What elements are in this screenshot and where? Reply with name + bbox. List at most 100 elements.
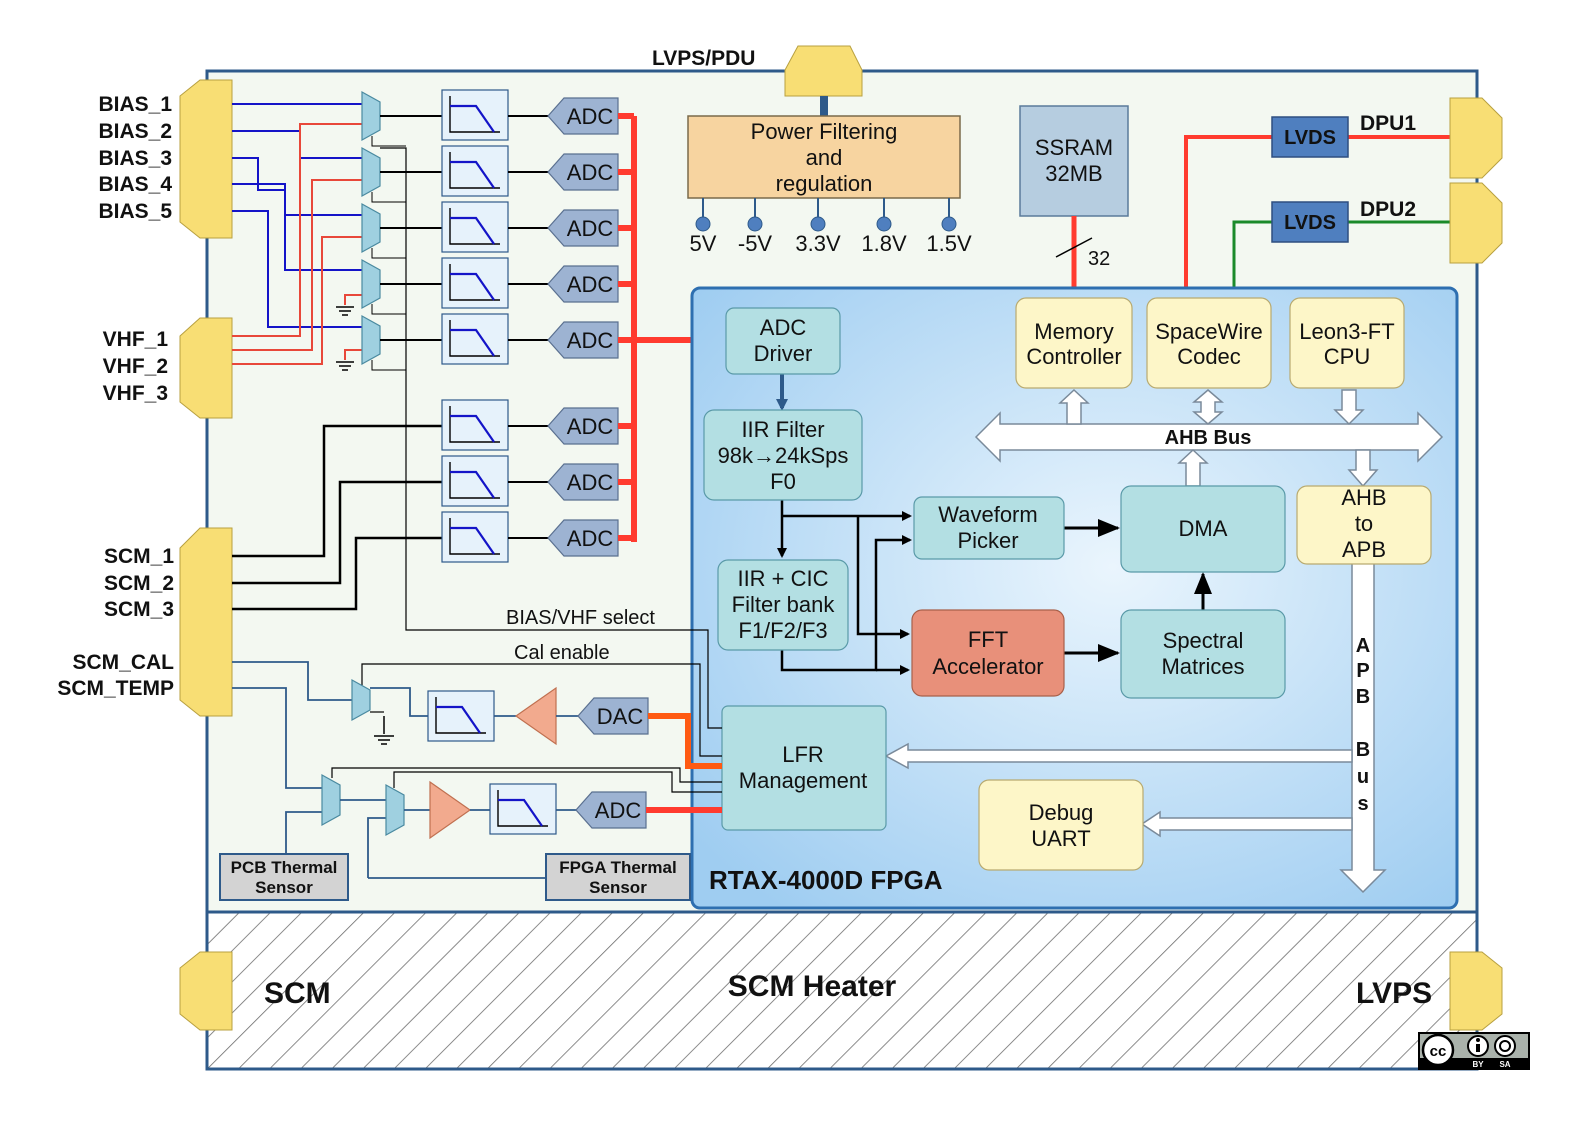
dac-label: DAC bbox=[597, 704, 644, 729]
svg-text:LVDS: LVDS bbox=[1284, 212, 1336, 234]
svg-text:ADC: ADC bbox=[760, 315, 807, 340]
license-by: BY bbox=[1472, 1060, 1484, 1069]
bias-label: BIAS_4 bbox=[98, 173, 172, 196]
lvds-2-block: LVDS bbox=[1271, 201, 1349, 243]
svg-text:IIR Filter: IIR Filter bbox=[741, 417, 824, 442]
filter-axes bbox=[449, 264, 500, 301]
fft-accelerator-block: FFT Accelerator bbox=[911, 609, 1065, 697]
filter-response bbox=[450, 328, 495, 357]
adc-label: ADC bbox=[567, 272, 614, 297]
bias-label: BIAS_5 bbox=[98, 200, 172, 223]
rail-terminal bbox=[810, 216, 826, 232]
adc-label: ADC bbox=[567, 414, 614, 439]
scm-wire bbox=[232, 536, 442, 611]
leon3-cpu-block: Leon3-FT CPU bbox=[1289, 297, 1405, 389]
svg-text:AHB: AHB bbox=[1341, 485, 1386, 510]
svg-text:F0: F0 bbox=[770, 469, 796, 494]
filter-axes bbox=[449, 462, 500, 499]
lvps-label: LVPS bbox=[1356, 977, 1432, 1010]
mux bbox=[361, 90, 381, 142]
dac-bus bbox=[648, 713, 722, 769]
adc-label: ADC bbox=[567, 216, 614, 241]
svg-text:IIR + CIC: IIR + CIC bbox=[737, 566, 828, 591]
iir-filter-block: IIR Filter 98k→24kSps F0 bbox=[703, 409, 863, 501]
dma-block: DMA bbox=[1120, 485, 1286, 573]
lvps-pdu-label: LVPS/PDU bbox=[652, 47, 755, 70]
ahb-bus-label: AHB Bus bbox=[1165, 427, 1252, 449]
bias-vhf-select-label: BIAS/VHF select bbox=[506, 607, 655, 629]
cal-mux-out bbox=[370, 687, 428, 717]
svg-text:Leon3-FT: Leon3-FT bbox=[1299, 319, 1394, 344]
apb-to-lfr-arrow bbox=[884, 742, 1353, 770]
vhf-label: VHF_3 bbox=[103, 382, 168, 405]
mux-select-line bbox=[371, 136, 406, 147]
filter-axes bbox=[449, 152, 500, 189]
mux bbox=[361, 146, 381, 198]
vhf-wire bbox=[232, 236, 362, 365]
apb-bus-letter: P bbox=[1356, 660, 1369, 682]
svg-text:LVDS: LVDS bbox=[1284, 127, 1336, 149]
scm-heater-label: SCM Heater bbox=[728, 970, 897, 1003]
input-wires bbox=[232, 103, 442, 611]
filter-response bbox=[450, 160, 495, 189]
scm-cal-label: SCM_CAL bbox=[72, 651, 174, 674]
ground-stub bbox=[344, 294, 362, 305]
bias-connector bbox=[179, 79, 233, 239]
vhf-wire bbox=[232, 123, 362, 337]
scm-heater-zone bbox=[205, 910, 1479, 1071]
svg-text:PCB Thermal: PCB Thermal bbox=[231, 858, 338, 877]
filter-response bbox=[450, 104, 495, 133]
svg-text:DMA: DMA bbox=[1179, 516, 1228, 541]
fpga-title: RTAX-4000D FPGA bbox=[709, 865, 943, 895]
filter-response bbox=[450, 414, 495, 443]
mux-select-line bbox=[371, 248, 406, 259]
ground-stub bbox=[344, 349, 362, 360]
bias-label: BIAS_1 bbox=[98, 93, 172, 116]
iir-cic-filter-bank-block: IIR + CIC Filter bank F1/F2/F3 bbox=[717, 559, 849, 651]
apb-bus-letter: s bbox=[1357, 793, 1368, 815]
dpu2-link bbox=[1232, 220, 1272, 298]
bias-wire bbox=[232, 183, 362, 271]
dpu2-connector bbox=[1449, 182, 1503, 264]
power-filtering-block: Power Filtering and regulation bbox=[687, 115, 961, 199]
filter-axes bbox=[449, 406, 500, 443]
svg-text:APB: APB bbox=[1342, 537, 1386, 562]
apb-bus-letter: B bbox=[1356, 739, 1370, 761]
mux bbox=[351, 678, 371, 722]
filter-axes bbox=[449, 320, 500, 357]
scm-connector bbox=[179, 527, 233, 717]
bias-vhf-select-line bbox=[380, 147, 722, 729]
apb-bus-letter: A bbox=[1356, 635, 1370, 657]
filter-response bbox=[450, 526, 495, 555]
rail-label: -5V bbox=[738, 231, 773, 256]
filter-axes bbox=[449, 208, 500, 245]
ahb-bus-arrow bbox=[974, 411, 1444, 463]
mux-select-line bbox=[371, 192, 406, 203]
filter-response bbox=[450, 216, 495, 245]
lvps-pdu-connector bbox=[784, 45, 863, 116]
svg-text:FFT: FFT bbox=[968, 627, 1008, 652]
vhf-connector bbox=[179, 317, 233, 419]
bias-label: BIAS_3 bbox=[98, 147, 172, 170]
fpga-thermal-sensor: FPGA Thermal Sensor bbox=[545, 853, 691, 901]
vhf-label: VHF_2 bbox=[103, 355, 168, 378]
svg-text:SSRAM: SSRAM bbox=[1035, 135, 1113, 160]
svg-text:Controller: Controller bbox=[1026, 344, 1121, 369]
svg-text:Accelerator: Accelerator bbox=[932, 654, 1043, 679]
temp-amplifier bbox=[429, 780, 472, 840]
filter-response bbox=[450, 470, 495, 499]
bias-wire bbox=[232, 157, 362, 216]
mux-select-line bbox=[371, 360, 406, 371]
bias-label: BIAS_2 bbox=[98, 120, 172, 143]
spectral-matrices-block: Spectral Matrices bbox=[1120, 609, 1286, 699]
svg-text:Power Filtering: Power Filtering bbox=[751, 119, 898, 144]
mux bbox=[321, 773, 341, 827]
waveform-picker-block: Waveform Picker bbox=[913, 496, 1065, 560]
scm-label: SCM bbox=[264, 977, 331, 1010]
bias-wire bbox=[232, 210, 362, 328]
adc-driver-block: ADC Driver bbox=[725, 307, 841, 375]
dpu1-label: DPU1 bbox=[1360, 112, 1416, 135]
ssram-block: SSRAM 32MB bbox=[1019, 105, 1129, 217]
debug-uart-block: Debug UART bbox=[978, 779, 1144, 871]
